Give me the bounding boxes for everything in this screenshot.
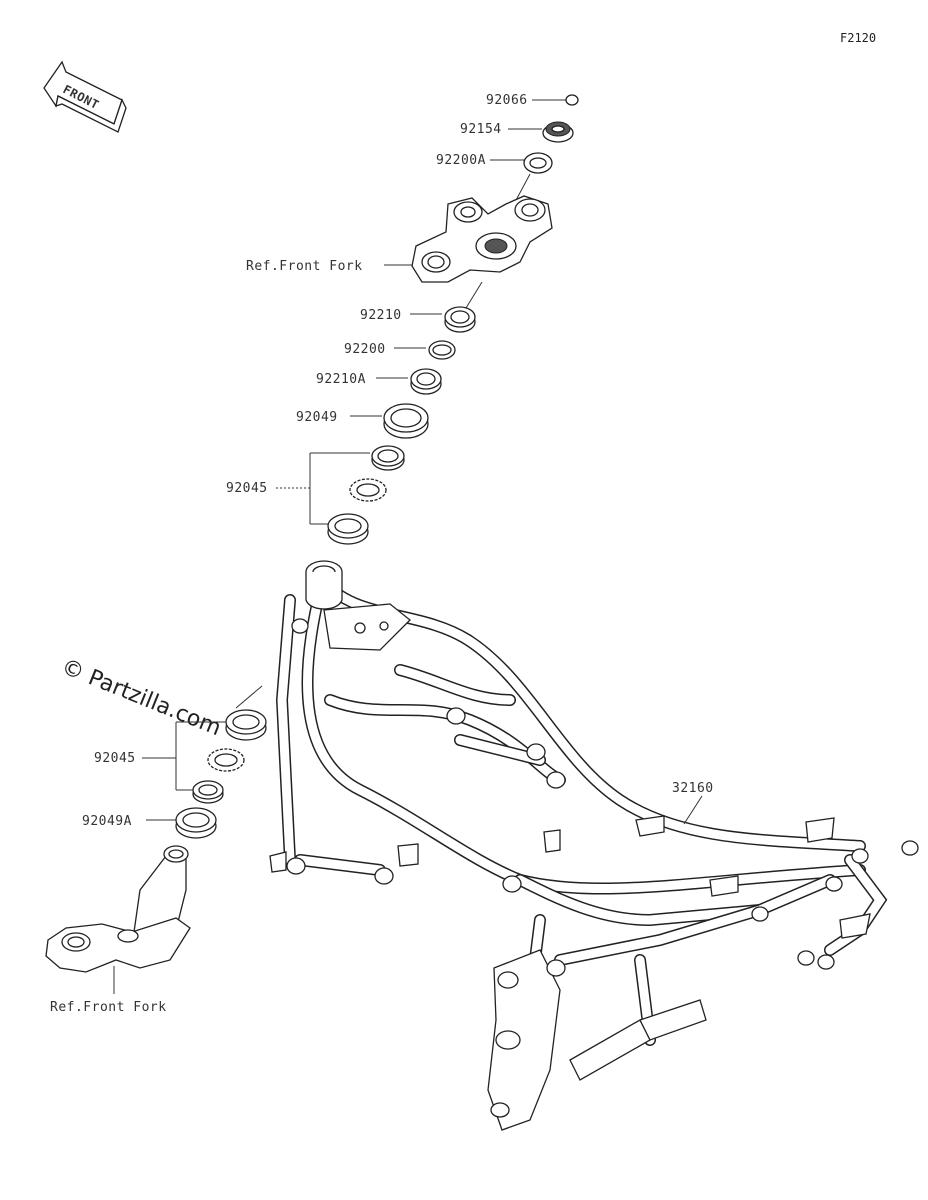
front-arrow-icon: FRONT <box>43 60 127 133</box>
label-92154[interactable]: 92154 <box>460 122 502 137</box>
part-92210-nut: 92210 <box>360 306 476 333</box>
ref-front-fork-upper[interactable]: Ref.Front Fork <box>246 259 363 274</box>
label-92049[interactable]: 92049 <box>296 410 338 425</box>
part-92049a-seal: 92049A <box>82 807 217 839</box>
part-92045-lower-bearing: 92045 <box>94 685 267 804</box>
label-92210[interactable]: 92210 <box>360 308 402 323</box>
label-92049a[interactable]: 92049A <box>82 814 132 829</box>
ref-front-fork-lower[interactable]: Ref.Front Fork <box>50 1000 167 1015</box>
upper-triple-clamp: Ref.Front Fork <box>246 195 553 309</box>
part-92045-upper-bearing: 92045 <box>226 445 405 545</box>
part-92200-washer: 92200 <box>344 340 456 360</box>
watermark: © Partzilla.com <box>58 654 225 741</box>
label-92200a[interactable]: 92200A <box>436 153 486 168</box>
part-92210a-nut: 92210A <box>316 368 442 395</box>
label-92200[interactable]: 92200 <box>344 342 386 357</box>
figure-code: F2120 <box>840 31 876 45</box>
label-32160[interactable]: 32160 <box>672 781 714 796</box>
part-92200a-washer: 92200A <box>436 152 553 205</box>
label-92045-upper[interactable]: 92045 <box>226 481 268 496</box>
label-92066[interactable]: 92066 <box>486 93 528 108</box>
label-92210a[interactable]: 92210A <box>316 372 366 387</box>
lower-steering-stem: Ref.Front Fork <box>45 845 191 1015</box>
part-92049-seal: 92049 <box>296 403 429 439</box>
label-92045-lower[interactable]: 92045 <box>94 751 136 766</box>
frame-32160: 32160 <box>269 560 919 1131</box>
part-92066-cap: 92066 <box>486 93 579 108</box>
part-92154-nut: 92154 <box>460 121 574 143</box>
